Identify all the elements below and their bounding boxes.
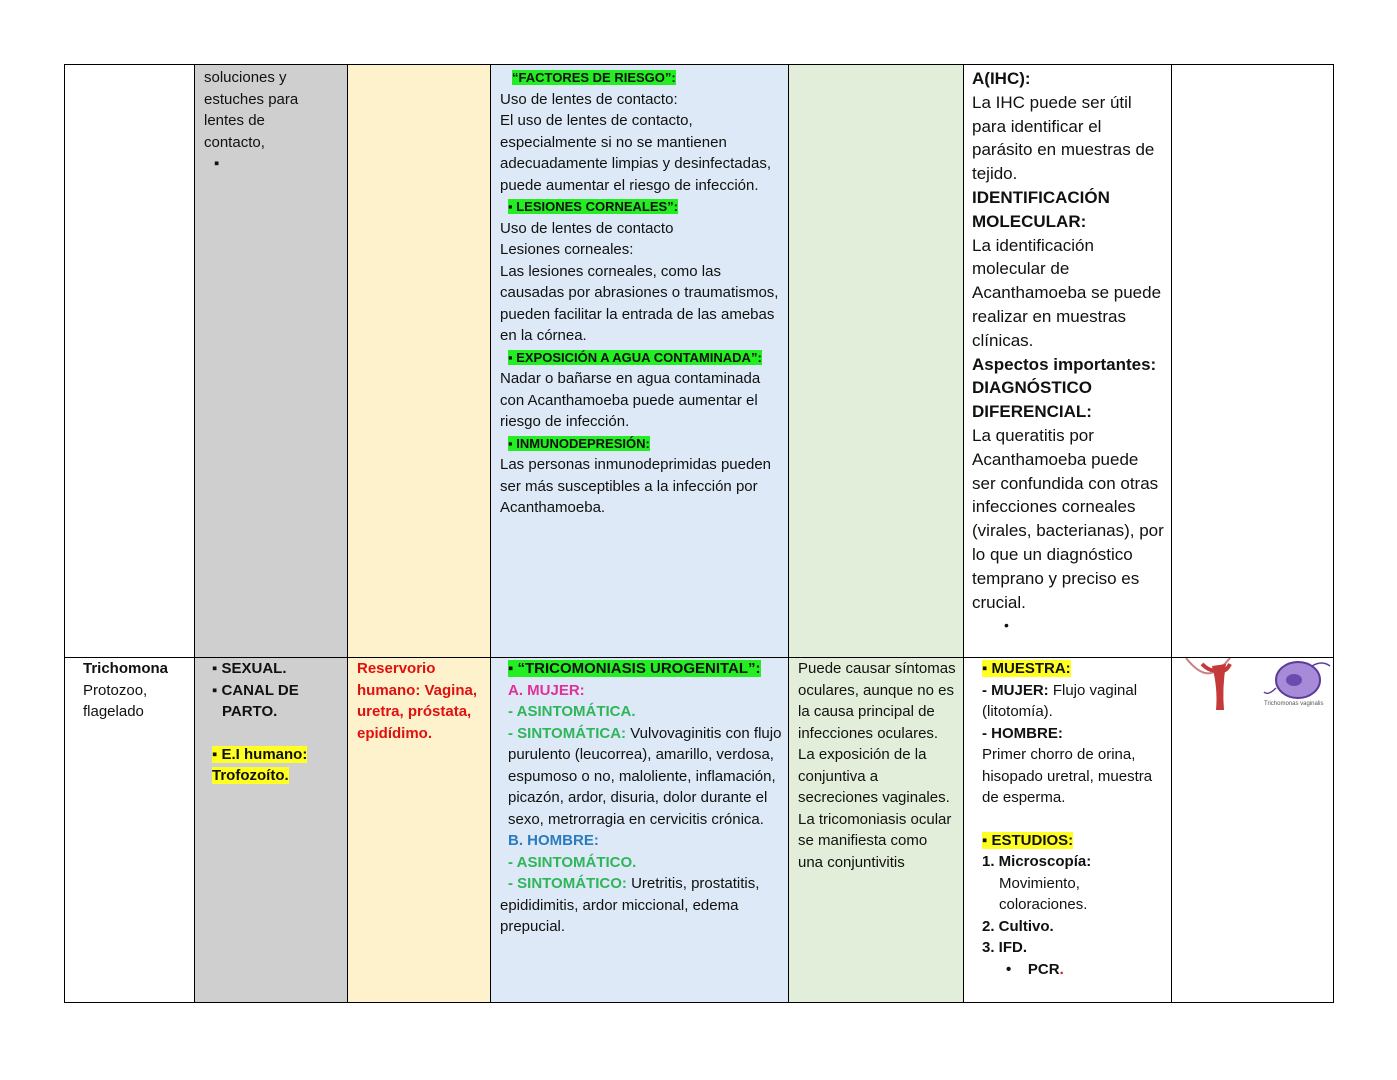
woman-sample: Flujo vaginal (litotomía). (982, 681, 1138, 721)
risk-text: Las personas inmunodeprimidas pueden ser… (500, 456, 772, 516)
illustration-caption: Trichomonas vaginalis (1264, 701, 1324, 707)
empty-bullet: ▪ (214, 155, 220, 172)
diagnosis-cell: ▪ MUESTRA: - MUJER: Flujo vaginal (litot… (982, 658, 1168, 980)
important-aspects-heading: Aspectos importantes: (972, 354, 1157, 374)
ihc-text: La IHC puede ser útil para identificar e… (972, 92, 1155, 184)
molecular-text: La identificación molecular de Acanthamo… (972, 235, 1162, 350)
risk-text: Las lesiones corneales, como las causada… (500, 262, 779, 345)
ocular-text: Puede causar síntomas oculares, aunque n… (798, 660, 956, 871)
empty-bullet: • (1004, 617, 1009, 634)
woman-sample-label: - MUJER: (982, 681, 1049, 699)
trichomonas-illustration: Trichomonas vaginalis (1172, 658, 1334, 718)
urogenital-heading: ▪ “TRICOMONIASIS UROGENITAL”: (508, 660, 761, 677)
man-heading: B. HOMBRE: (508, 832, 599, 849)
woman-heading: A. MUJER: (508, 681, 585, 699)
man-sample-label: - HOMBRE: (982, 724, 1063, 742)
transmission-item: ▪ SEXUAL. (212, 660, 287, 677)
immunodepression-heading: ▪ INMUNODEPRESIÓN: (508, 435, 650, 451)
risk-factors-heading: “FACTORES DE RIESGO”: (512, 70, 676, 85)
man-asymptomatic: - ASINTOMÁTICO. (508, 853, 637, 871)
organism-description: Protozoo, flagelado (83, 681, 148, 721)
woman-asymptomatic: - ASINTOMÁTICA. (508, 703, 636, 720)
transmission-item: ▪ CANAL DE PARTO. (212, 681, 299, 721)
organism-name: Trichomona (83, 660, 169, 677)
differential-text: La queratitis por Acanthamoeba puede ser… (972, 425, 1164, 612)
study-item-pcr: PCR (1027, 960, 1060, 978)
host-stage: Trofozoíto. (212, 767, 289, 784)
clinical-cell: ▪ “TRICOMONIASIS UROGENITAL”: A. MUJER: … (500, 658, 782, 938)
host-label: ▪ E.I humano: (212, 745, 308, 763)
top-transmission-cell: soluciones y estuches para lentes de con… (204, 67, 324, 175)
transmission-cell: ▪ SEXUAL. ▪ CANAL DE PARTO. ▪ E.I humano… (212, 658, 342, 787)
column-clinical-bg (490, 65, 788, 1002)
man-symptomatic-label: - SINTOMÁTICO: (508, 875, 627, 892)
reservoir-cell: Reservorio humano: Vagina, uretra, próst… (357, 658, 485, 744)
risk-text: Uso de lentes de contacto (500, 219, 674, 237)
woman-symptomatic-label: - SINTOMÁTICA: (508, 724, 627, 742)
ocular-cell: Puede causar síntomas oculares, aunque n… (798, 658, 956, 873)
reservoir-text: Reservorio humano: Vagina, uretra, próst… (357, 660, 478, 742)
risk-text: Uso de lentes de contacto: (500, 90, 678, 108)
top-risk-factors-cell: “FACTORES DE RIESGO”: Uso de lentes de c… (500, 67, 782, 519)
study-detail: Movimiento, coloraciones. (999, 874, 1088, 914)
column-transmission-bg (194, 65, 347, 1002)
pcr-dot: . (1059, 960, 1064, 978)
differential-heading: DIAGNÓSTICO DIFERENCIAL: (972, 378, 1092, 422)
organism-cell: Trichomona Protozoo, flagelado (83, 658, 189, 723)
contact-lens-text: soluciones y estuches para lentes de con… (204, 69, 299, 151)
molecular-heading: IDENTIFICACIÓN MOLECULAR: (972, 187, 1110, 231)
ihc-heading: A(IHC): (972, 69, 1031, 88)
study-item: 1. Microscopía: (982, 853, 1092, 870)
study-item: 3. IFD. (982, 939, 1028, 956)
woman-symptoms: Vulvovaginitis con flujo purulento (leuc… (508, 724, 782, 828)
risk-text: Nadar o bañarse en agua contaminada con … (500, 370, 761, 430)
risk-text: El uso de lentes de contacto, especialme… (500, 112, 771, 194)
man-sample: Primer chorro de orina, hisopado uretral… (982, 746, 1153, 806)
study-item: 2. Cultivo. (982, 917, 1054, 935)
risk-text: Lesiones corneales: (500, 241, 634, 258)
studies-heading: ▪ ESTUDIOS: (982, 831, 1074, 849)
top-diagnosis-cell: A(IHC): La IHC puede ser útil para ident… (972, 67, 1166, 638)
content-table: soluciones y estuches para lentes de con… (64, 64, 1334, 1003)
corneal-lesions-heading: ▪ LESIONES CORNEALES”: (508, 199, 679, 214)
column-ocular-bg (788, 65, 963, 1002)
man-symptoms: Uretritis, prostatitis, epididimitis, ar… (500, 875, 760, 935)
column-reservoir-bg (347, 65, 490, 1002)
sample-heading: ▪ MUESTRA: (982, 660, 1071, 677)
contaminated-water-heading: ▪ EXPOSICIÓN A AGUA CONTAMINADA”: (508, 349, 762, 365)
